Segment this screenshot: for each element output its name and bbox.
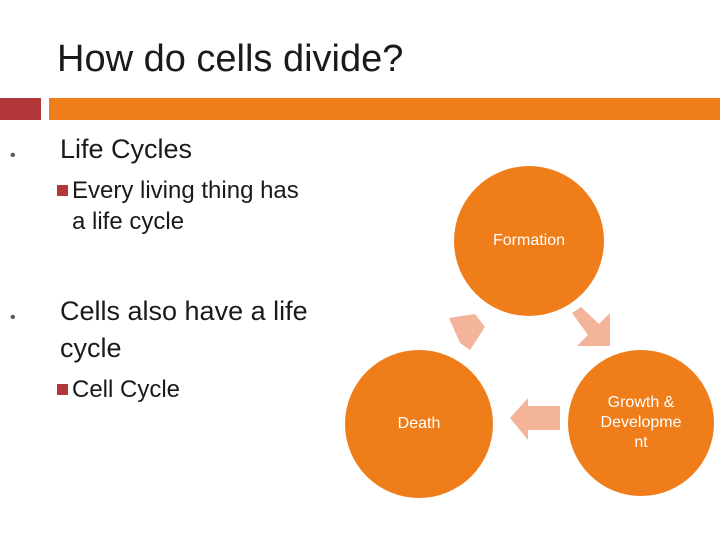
title-accent-bar-orange <box>49 98 720 120</box>
sub-bullet-line-1: Every living thing has <box>72 177 299 204</box>
bullet-text-line-2: cycle <box>60 333 122 363</box>
slide-title: How do cells divide? <box>57 38 404 80</box>
cycle-arrow-icon <box>510 398 560 440</box>
square-bullet-icon <box>57 384 68 395</box>
cycle-node-label-line: Growth & <box>607 394 675 411</box>
sub-bullet-cell-cycle: Cell Cycle <box>57 374 180 405</box>
cycle-node-label: Death <box>397 415 441 432</box>
sub-bullet-every-living-thing: Every living thing has a life cycle <box>57 175 299 237</box>
sub-bullet-line-1: Cell Cycle <box>72 376 181 403</box>
bullet-dot-icon: • <box>10 147 16 164</box>
title-accent-bar-red <box>0 98 41 120</box>
cycle-node-label-line: Developme <box>600 414 682 431</box>
cycle-node-label: Formation <box>492 232 566 249</box>
sub-bullet-line-2: a life cycle <box>72 208 185 235</box>
cycle-node-formation: Formation <box>454 166 604 316</box>
cycle-node-growth-development: Growth & Developme nt <box>568 350 714 496</box>
cycle-node-death: Death <box>345 350 493 498</box>
cycle-node-label: Growth & Developme nt <box>601 393 682 453</box>
cycle-node-label-line: nt <box>634 434 648 451</box>
bullet-dot-icon: • <box>10 309 16 326</box>
cycle-arrow-icon <box>572 307 610 346</box>
cycle-arrow-icon <box>449 314 485 350</box>
bullet-text-line-1: Cells also have a life <box>60 296 308 326</box>
square-bullet-icon <box>57 185 68 196</box>
bullet-text: Life Cycles <box>60 134 193 164</box>
